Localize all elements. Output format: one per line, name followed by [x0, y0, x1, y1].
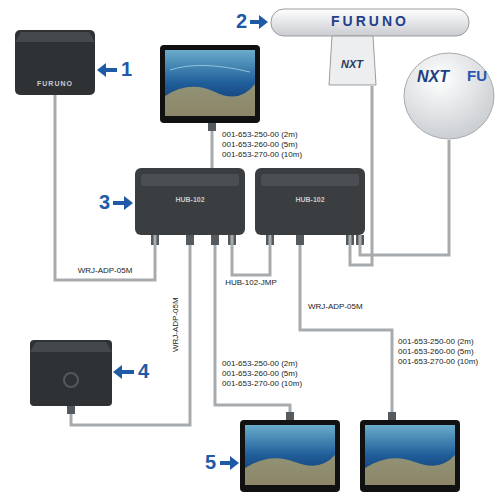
cable-part-number: 001-653-270-00 (10m)	[398, 358, 478, 367]
callout-number: 4	[138, 360, 149, 382]
callout-number: 3	[99, 191, 110, 213]
connector-plugs-part	[67, 406, 75, 414]
sensor-box-part	[30, 340, 112, 406]
device-label: FURUNO	[37, 80, 73, 88]
device-label: FURUNO	[331, 14, 409, 29]
callout-arrows-part	[230, 456, 239, 470]
display-top-part	[170, 65, 250, 72]
connector-plugs-part	[296, 235, 304, 245]
connector-plugs	[67, 123, 396, 420]
connector-plugs-part	[208, 123, 216, 131]
connector-plugs-part	[286, 412, 294, 420]
cable-part-number: 001-653-270-00 (10m)	[222, 151, 302, 160]
cable-label: WRJ-ADP-05M	[76, 267, 135, 276]
network-hub: HUB-102	[255, 168, 365, 235]
network-hub: HUB-102	[135, 168, 245, 235]
display-bottom-right-part	[365, 425, 455, 485]
dome-drawing	[403, 48, 495, 140]
display-top-part	[165, 84, 255, 116]
connector-plugs-part	[211, 235, 219, 245]
callout-arrows-part	[97, 63, 106, 77]
sensor-box	[30, 340, 112, 406]
display-bottom-left-part	[245, 425, 335, 485]
callout-arrows-part	[124, 196, 133, 210]
display-top-part	[160, 45, 260, 123]
cable-part-number: 001-653-250-00 (2m)	[222, 360, 298, 369]
cable-label: HUB-102-JMP	[223, 279, 279, 288]
callout-number: 5	[205, 451, 216, 473]
connector-plugs-part	[388, 412, 396, 420]
display-bottom-left	[240, 420, 340, 492]
sensor-box-part	[30, 342, 112, 352]
device-label: HUB-102	[175, 196, 204, 204]
cable-part-number: WRJ-ADP-05M	[172, 297, 181, 352]
device-label: NXT	[417, 68, 449, 86]
cable-part-number: 001-653-250-00 (2m)	[398, 338, 474, 347]
cables-part	[300, 245, 392, 420]
display-bottom-right	[360, 420, 460, 492]
display-bottom-left-part	[240, 420, 340, 492]
display-bottom-left-part	[245, 455, 335, 485]
cables	[71, 123, 392, 425]
callout-arrows-part	[120, 370, 134, 374]
callout-arrows-part	[259, 15, 268, 29]
cable-part-number: 001-653-250-00 (2m)	[222, 131, 298, 140]
callout-arrows-part	[113, 365, 122, 379]
cable-part-number: 001-653-260-00 (5m)	[222, 370, 298, 379]
display-top	[160, 45, 260, 123]
callout-number: 1	[121, 58, 132, 80]
cable	[360, 140, 449, 255]
callout-arrows	[97, 15, 268, 470]
connector-plugs-part	[186, 235, 194, 245]
callout-number: 2	[236, 10, 247, 32]
device-label: HUB-102	[295, 196, 324, 204]
sensor-box-part	[64, 373, 78, 387]
cables-part	[215, 245, 290, 420]
cable	[232, 235, 270, 275]
radome-antenna: NXT FU	[403, 48, 495, 140]
device-label: NXT	[341, 58, 363, 70]
display-bottom-right-part	[360, 420, 460, 492]
cable-part-number: 001-653-270-00 (10m)	[222, 380, 302, 389]
processor-unit: FURUNO	[15, 30, 95, 95]
cable-part-number: WRJ-ADP-05M	[308, 303, 363, 312]
display-top-part	[165, 50, 255, 116]
display-bottom-right-part	[365, 455, 455, 485]
cable-part-number: 001-653-260-00 (5m)	[222, 141, 298, 150]
cable-part-number: 001-653-260-00 (5m)	[398, 348, 474, 357]
device-label: FU	[467, 68, 487, 85]
